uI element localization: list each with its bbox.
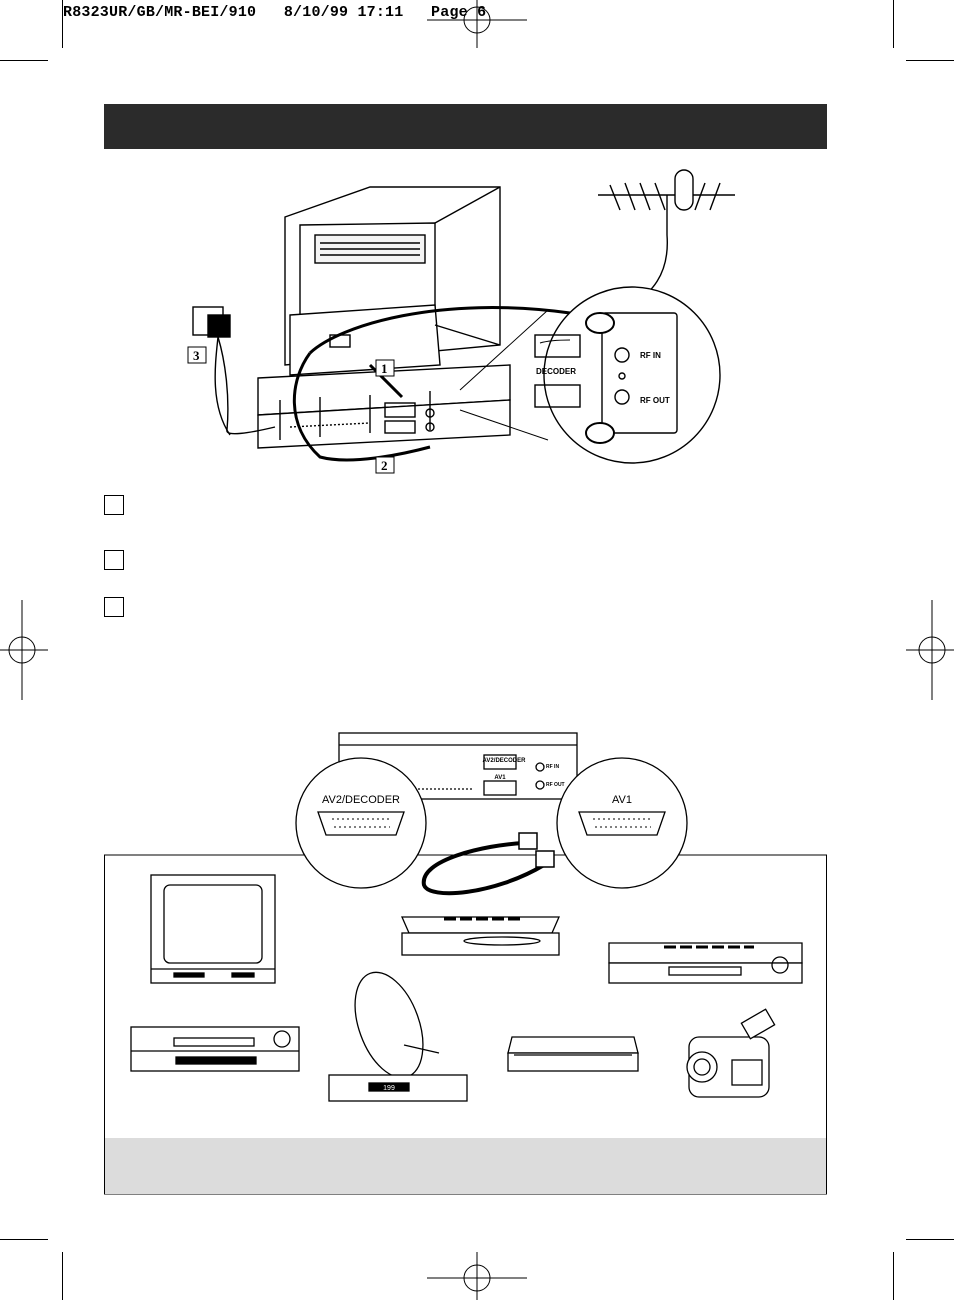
scart-cable-illustration bbox=[421, 832, 555, 896]
crop-mark-top-left-h bbox=[0, 60, 48, 61]
crop-mark-top-right-h bbox=[906, 60, 954, 61]
decoder-box-illustration bbox=[507, 1036, 639, 1072]
connection-diagram: 1 2 3 DECODER RF IN RF OUT bbox=[187, 169, 735, 474]
crop-mark-top-left-v bbox=[62, 0, 63, 48]
crop-mark-bottom-left-v bbox=[62, 1252, 63, 1300]
callout-1: 1 bbox=[381, 361, 388, 376]
registration-mark-top bbox=[427, 0, 527, 48]
crop-mark-top-right-v bbox=[893, 0, 894, 48]
callout-2: 2 bbox=[381, 458, 388, 473]
tv-illustration bbox=[150, 874, 276, 984]
external-equipment-diagram: AV2/DECODER AV1 RF IN RF OUT AV2/DECODER… bbox=[104, 732, 827, 1195]
print-slug-line: R8323UR/GB/MR-BEI/910 8/10/99 17:11 Page… bbox=[63, 4, 487, 21]
callout-3: 3 bbox=[193, 348, 200, 363]
aerial-illustration bbox=[598, 169, 735, 306]
vcr-rf-in-label: RF IN bbox=[546, 764, 559, 770]
footnote-band bbox=[105, 1138, 826, 1194]
receiver-display-readout: 199 bbox=[383, 1085, 395, 1092]
crop-mark-bottom-right-v bbox=[893, 1252, 894, 1300]
vcr-av2-decoder-label: AV2/DECODER bbox=[483, 758, 527, 764]
step-box-3 bbox=[104, 597, 124, 617]
mains-plug-illustration bbox=[192, 306, 276, 436]
tv-rear-illustration bbox=[284, 186, 501, 376]
step-box-1 bbox=[104, 495, 124, 515]
audio-receiver-illustration bbox=[608, 942, 803, 984]
step-box-2 bbox=[104, 550, 124, 570]
tuner-illustration bbox=[401, 916, 560, 956]
registration-mark-right bbox=[906, 600, 954, 700]
av1-zoom-label: AV1 bbox=[612, 794, 632, 806]
satellite-dish-illustration bbox=[328, 971, 468, 1102]
registration-mark-bottom bbox=[427, 1252, 527, 1300]
decoder-socket-label: DECODER bbox=[536, 367, 576, 376]
av2-decoder-zoom-label: AV2/DECODER bbox=[322, 794, 400, 806]
vcr-av1-label: AV1 bbox=[494, 775, 506, 781]
registration-mark-left bbox=[0, 600, 48, 700]
rf-in-label: RF IN bbox=[640, 351, 661, 360]
vcr-rear-illustration bbox=[257, 364, 511, 449]
section-header-bar bbox=[104, 104, 827, 149]
second-vcr-illustration bbox=[130, 1026, 300, 1072]
crop-mark-bottom-right-h bbox=[906, 1239, 954, 1240]
rf-out-label: RF OUT bbox=[640, 396, 670, 405]
camcorder-illustration bbox=[686, 1008, 776, 1098]
vcr-rf-out-label: RF OUT bbox=[546, 782, 565, 788]
rf-sockets-zoom bbox=[459, 286, 721, 464]
crop-mark-bottom-left-h bbox=[0, 1239, 48, 1240]
